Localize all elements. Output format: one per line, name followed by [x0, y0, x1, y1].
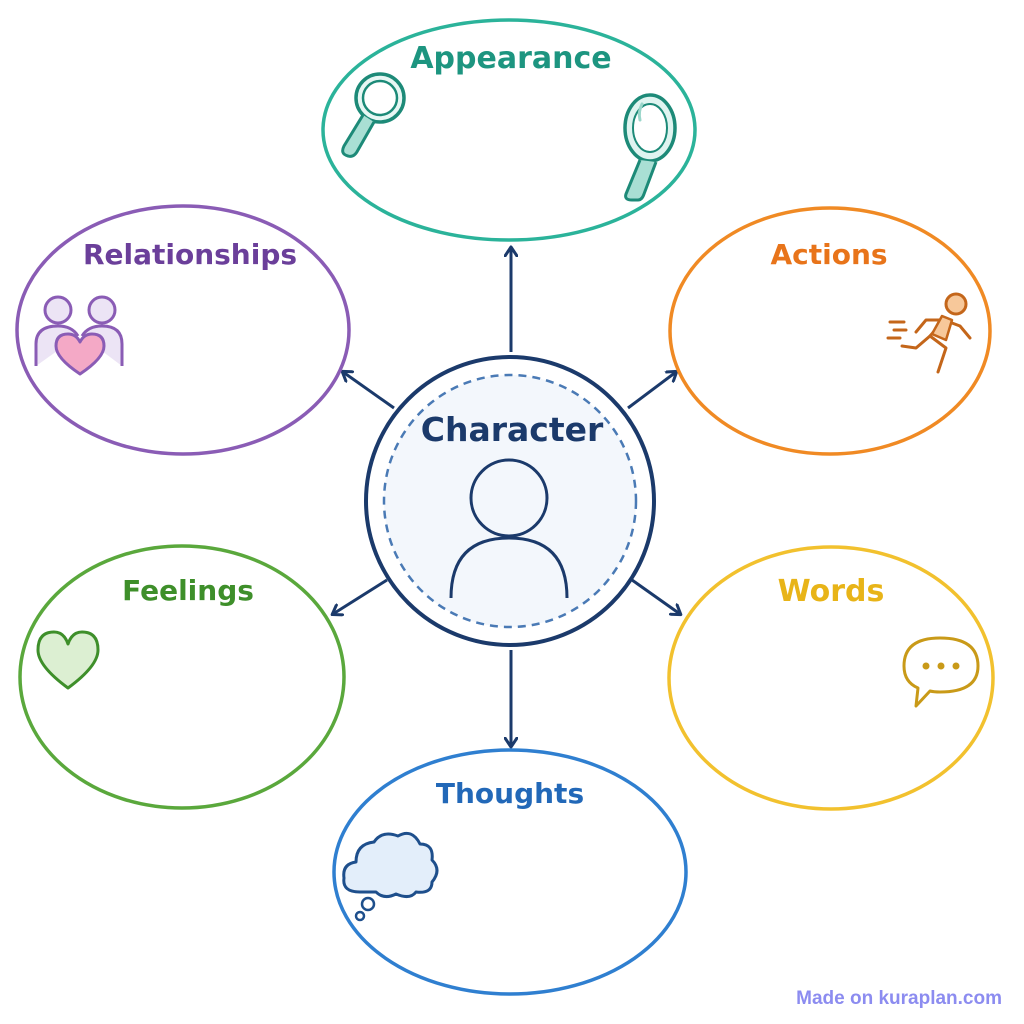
character-inner-circle — [382, 373, 638, 629]
connector-feelings — [333, 578, 388, 614]
thoughts-ellipse — [332, 748, 688, 996]
words-label: Words — [778, 574, 885, 609]
relationships-label: Relationships — [83, 238, 297, 271]
node-feelings: Feelings — [18, 544, 346, 810]
person-icon — [449, 458, 569, 599]
feelings-label: Feelings — [122, 574, 254, 607]
feelings-ellipse — [18, 544, 346, 810]
connectors — [333, 248, 680, 746]
connector-actions — [627, 372, 676, 410]
magnifying-glass-icon — [341, 72, 406, 158]
couple-heart-icon — [34, 295, 124, 376]
running-person-icon — [886, 292, 972, 374]
appearance-label: Appearance — [410, 41, 611, 76]
words-ellipse — [667, 545, 995, 811]
thoughts-label: Thoughts — [436, 777, 584, 810]
connector-words — [631, 578, 680, 614]
node-appearance: Appearance — [321, 18, 697, 242]
node-words: Words — [667, 545, 995, 811]
actions-label: Actions — [770, 238, 887, 271]
heart-icon — [36, 630, 100, 690]
watermark: Made on kuraplan.com — [796, 988, 1002, 1009]
actions-ellipse — [668, 206, 992, 456]
appearance-ellipse — [321, 18, 697, 242]
node-character: Character — [364, 355, 656, 647]
character-label: Character — [421, 410, 604, 449]
thought-cloud-icon — [342, 831, 439, 922]
node-relationships: Relationships — [15, 204, 351, 456]
node-thoughts: Thoughts — [332, 748, 688, 996]
speech-bubble-icon — [902, 636, 980, 708]
hand-mirror-icon — [623, 93, 677, 202]
connector-relationships — [343, 372, 395, 410]
relationships-ellipse — [15, 204, 351, 456]
node-actions: Actions — [668, 206, 992, 456]
